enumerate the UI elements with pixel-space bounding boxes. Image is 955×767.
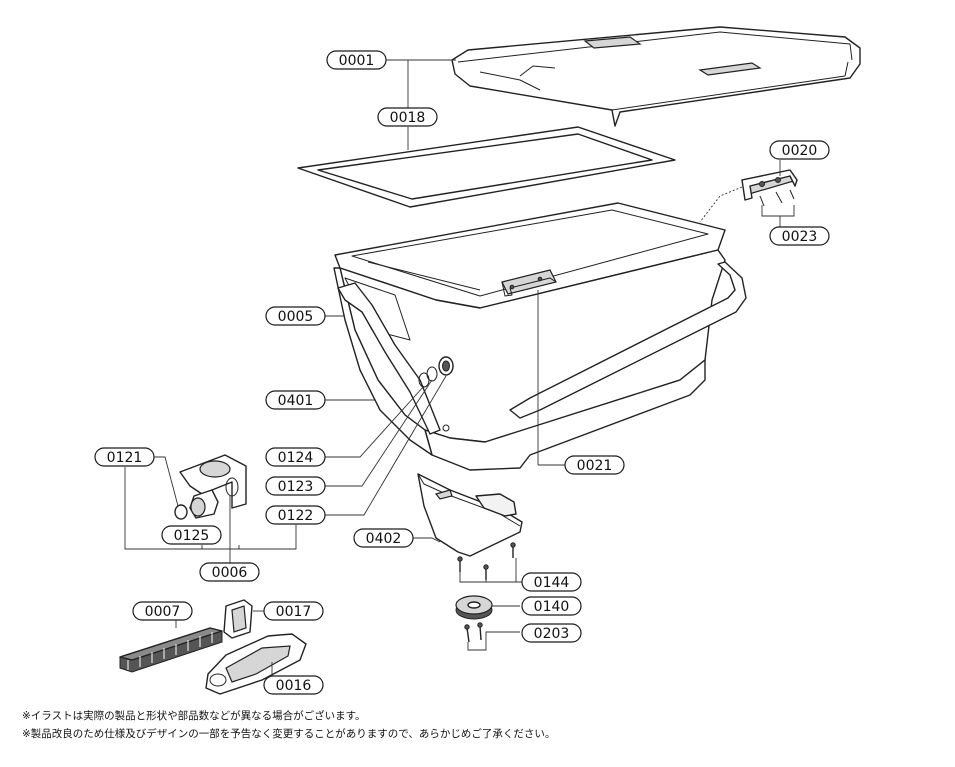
disclaimer-note-spec-change: ※製品改良のため仕様及びデザインの一部を予告なく変更することがありますので、あら… [22,728,556,740]
svg-text:0402: 0402 [366,531,402,547]
svg-text:0140: 0140 [534,599,570,615]
svg-text:0021: 0021 [577,458,613,474]
part-label-0121: 0121 [94,447,155,467]
part-label-0018: 0018 [377,107,438,127]
svg-text:0123: 0123 [278,479,314,495]
part-label-0023: 0023 [769,226,830,246]
part-label-0005: 0005 [265,306,326,326]
svg-text:0005: 0005 [278,309,314,325]
svg-text:0001: 0001 [339,53,375,69]
part-label-0203: 0203 [521,623,582,643]
part-label-0122: 0122 [265,505,326,525]
filter-illustration [119,627,223,673]
svg-text:0121: 0121 [107,450,143,466]
svg-text:0125: 0125 [174,528,210,544]
part-label-0021: 0021 [564,455,625,475]
leader-lines [124,59,795,676]
gasket-illustration [297,126,676,208]
cover-screws-illustration [457,542,516,580]
svg-text:0006: 0006 [212,565,248,581]
part-label-0001: 0001 [326,50,387,70]
grip-illustration [205,633,307,695]
svg-text:0023: 0023 [782,229,818,245]
part-label-0020: 0020 [769,140,830,160]
part-label-0017: 0017 [263,601,324,621]
part-label-0144: 0144 [521,572,582,592]
bottom-cover-illustration [417,473,523,557]
part-label-0402: 0402 [353,528,414,548]
foot-screws-illustration [464,622,483,643]
part-label-0124: 0124 [265,447,326,467]
foot-illustration [455,595,493,620]
svg-text:0401: 0401 [278,393,314,409]
svg-text:0144: 0144 [534,575,570,591]
disclaimer-note-illustration: ※イラストは実際の製品と形状や部品数などが異なる場合がございます。 [22,710,366,722]
drain-set-illustration [174,454,247,520]
svg-text:0007: 0007 [145,604,181,620]
svg-text:0016: 0016 [276,678,312,694]
part-label-0006: 0006 [199,562,260,582]
part-label-0123: 0123 [265,476,326,496]
part-label-0401: 0401 [265,390,326,410]
lid-illustration [451,26,861,127]
part-label-0016: 0016 [263,675,324,695]
hinge-illustration [699,169,798,223]
svg-text:0124: 0124 [278,450,314,466]
svg-text:0018: 0018 [390,110,426,126]
svg-text:0203: 0203 [534,626,570,642]
svg-text:0122: 0122 [278,508,314,524]
grip-frame-illustration [223,599,253,639]
cooler-body-illustration [333,202,747,471]
part-label-0007: 0007 [132,601,193,621]
part-label-0125: 0125 [161,525,222,545]
svg-text:0017: 0017 [276,604,312,620]
svg-text:0020: 0020 [782,143,818,159]
part-label-0140: 0140 [521,596,582,616]
